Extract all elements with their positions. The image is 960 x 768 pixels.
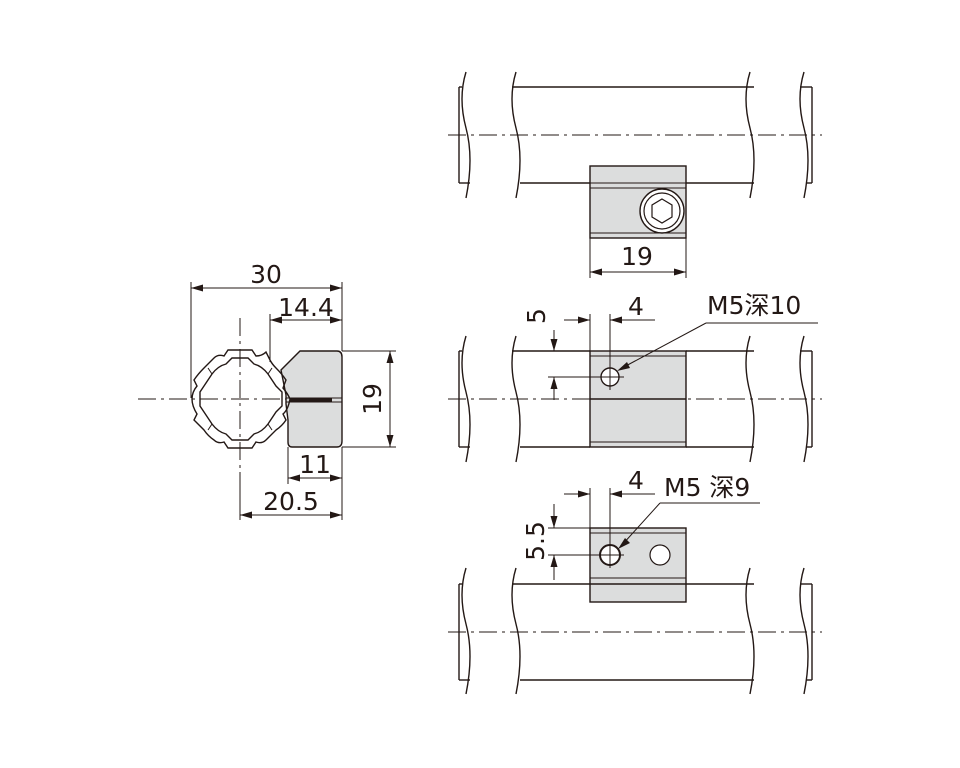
dim-hole1-vertical-label: 5 bbox=[522, 308, 551, 324]
hex-socket-icon bbox=[651, 198, 673, 224]
dim-bottom-offset-label: 20.5 bbox=[263, 487, 319, 516]
top-break-left-1 bbox=[461, 71, 471, 199]
bottom-clamp-block bbox=[589, 527, 687, 603]
callout-hole1-label: M5深10 bbox=[707, 291, 801, 320]
dim-bottom-width: 11 bbox=[287, 447, 343, 520]
pipe-groove-4 bbox=[267, 423, 273, 431]
pipe-profile-outer bbox=[191, 349, 291, 449]
top-break-right-2 bbox=[799, 71, 809, 199]
dim-block-width-label: 19 bbox=[621, 242, 653, 271]
dim-hole2-vertical: 5.5 bbox=[521, 504, 600, 580]
dim-bottom-width-label: 11 bbox=[299, 450, 331, 479]
dim-hole1-horizontal-label: 4 bbox=[628, 292, 644, 321]
dim-overall-width-label: 30 bbox=[250, 260, 282, 289]
dim-clamp-width: 14.4 bbox=[269, 293, 342, 362]
section-view: 30 14.4 19 11 bbox=[138, 260, 396, 520]
clamp-slit-fill bbox=[290, 398, 332, 402]
dim-clamp-width-label: 14.4 bbox=[278, 293, 334, 322]
dim-hole2-vertical-label: 5.5 bbox=[521, 521, 550, 561]
bottom-view: 5.5 4 M5 深9 bbox=[448, 466, 822, 695]
top-break-left-2 bbox=[511, 71, 521, 199]
pipe-groove-3 bbox=[207, 423, 213, 431]
dim-block-width: 19 bbox=[589, 238, 687, 278]
dim-hole1-vertical: 5 bbox=[522, 308, 600, 400]
dim-hole2-horizontal-label: 4 bbox=[628, 466, 644, 495]
dim-bottom-offset: 20.5 bbox=[239, 472, 342, 520]
dim-hole2-horizontal: 4 bbox=[564, 466, 655, 528]
pipe-groove-1 bbox=[207, 367, 213, 375]
dim-overall-width: 30 bbox=[190, 260, 343, 398]
dim-clamp-height-label: 19 bbox=[358, 383, 387, 415]
callout-hole2-label: M5 深9 bbox=[664, 473, 750, 502]
callout-hole1: M5深10 bbox=[617, 291, 818, 371]
pipe-profile-inner bbox=[199, 357, 283, 441]
pipe-groove-2 bbox=[267, 367, 273, 375]
top-break-right-1 bbox=[745, 71, 755, 199]
top-view: 19 bbox=[448, 71, 822, 278]
dim-clamp-height: 19 bbox=[342, 350, 396, 448]
callout-hole2: M5 深9 bbox=[618, 473, 760, 549]
through-hole-icon bbox=[649, 544, 671, 566]
dim-hole1-horizontal: 4 bbox=[564, 292, 655, 351]
front-view: 5 4 M5深10 bbox=[448, 291, 822, 463]
